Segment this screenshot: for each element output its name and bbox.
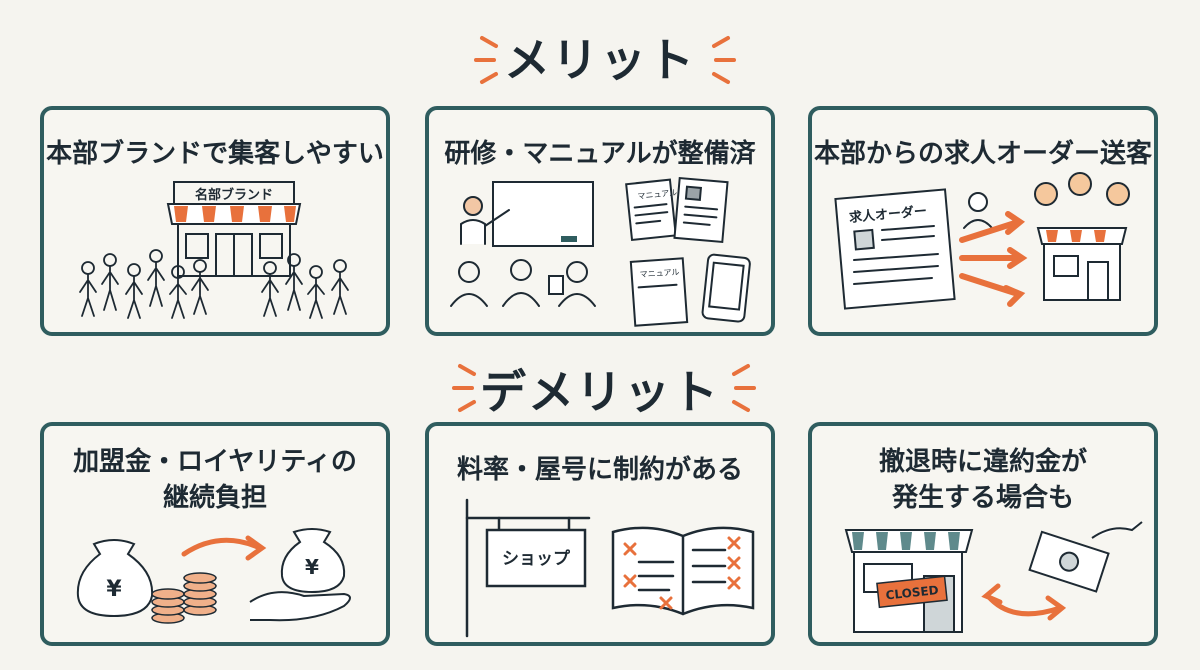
storefront-crowd-illustration: 名部ブランド (79, 181, 349, 319)
person-icon (125, 263, 143, 319)
order-label: 求人オーダー (848, 203, 927, 226)
restrictions-illustration: ショップ (465, 498, 755, 638)
person-icon (101, 253, 119, 311)
demerit-card-royalty: 加盟金・ロイヤリティの 継続負担 ¥ ¥ (40, 422, 390, 646)
demerit-left-burst-icon (452, 364, 476, 412)
person-icon (307, 265, 325, 319)
card-heading-line1: 撤退時に違約金が (878, 447, 1087, 477)
merit-left-burst-icon (474, 36, 498, 84)
shop-sign-text: ショップ (502, 548, 571, 569)
merit-card-brand: 本部ブランドで集客しやすい 名部ブランド (40, 106, 390, 336)
card-heading: 研修・マニュアルが整備済 (444, 139, 756, 169)
demerit-card-restrictions: 料率・屋号に制約がある ショップ (425, 422, 775, 646)
penalty-illustration: CLOSED (844, 521, 1143, 633)
person-icon (79, 261, 97, 317)
demerit-card-penalty: 撤退時に違約金が 発生する場合も CLOSED (808, 422, 1158, 646)
person-icon (331, 259, 349, 315)
card-heading: 本部ブランドで集客しやすい (46, 139, 384, 169)
cross-mark-icon (623, 536, 741, 610)
store-sign-text: 名部ブランド (195, 187, 273, 203)
training-illustration: マニュアル マニュアル (450, 176, 751, 327)
order-referral-illustration: 求人オーダー (834, 172, 1130, 310)
merit-card-order: 本部からの求人オーダー送客 (808, 106, 1158, 336)
person-icon (261, 261, 279, 317)
person-icon (169, 265, 187, 319)
yen-symbol: ¥ (305, 555, 319, 579)
yen-symbol: ¥ (106, 577, 122, 602)
merit-card-training: 研修・マニュアルが整備済 (425, 106, 775, 336)
demerit-title: デメリット (480, 365, 720, 419)
card-heading: 本部からの求人オーダー送客 (813, 139, 1152, 169)
exchange-arrow-icon (981, 583, 1067, 621)
card-heading-line1: 加盟金・ロイヤリティの (73, 447, 357, 477)
card-heading: 料率・屋号に制約がある (456, 455, 743, 485)
merit-right-burst-icon (712, 36, 736, 84)
card-heading-line2: 発生する場合も (891, 483, 1074, 513)
manual-label: マニュアル (637, 188, 677, 201)
person-icon (285, 253, 303, 311)
person-icon (147, 249, 165, 307)
person-icon (191, 259, 209, 315)
transfer-arrow-icon (181, 535, 267, 561)
demerit-right-burst-icon (732, 364, 756, 412)
royalty-illustration: ¥ ¥ (76, 528, 351, 624)
merit-title: メリット (504, 33, 696, 87)
closed-sign-text: CLOSED (885, 583, 939, 602)
card-heading-line2: 継続負担 (162, 483, 267, 513)
manual-label: マニュアル (639, 268, 679, 280)
